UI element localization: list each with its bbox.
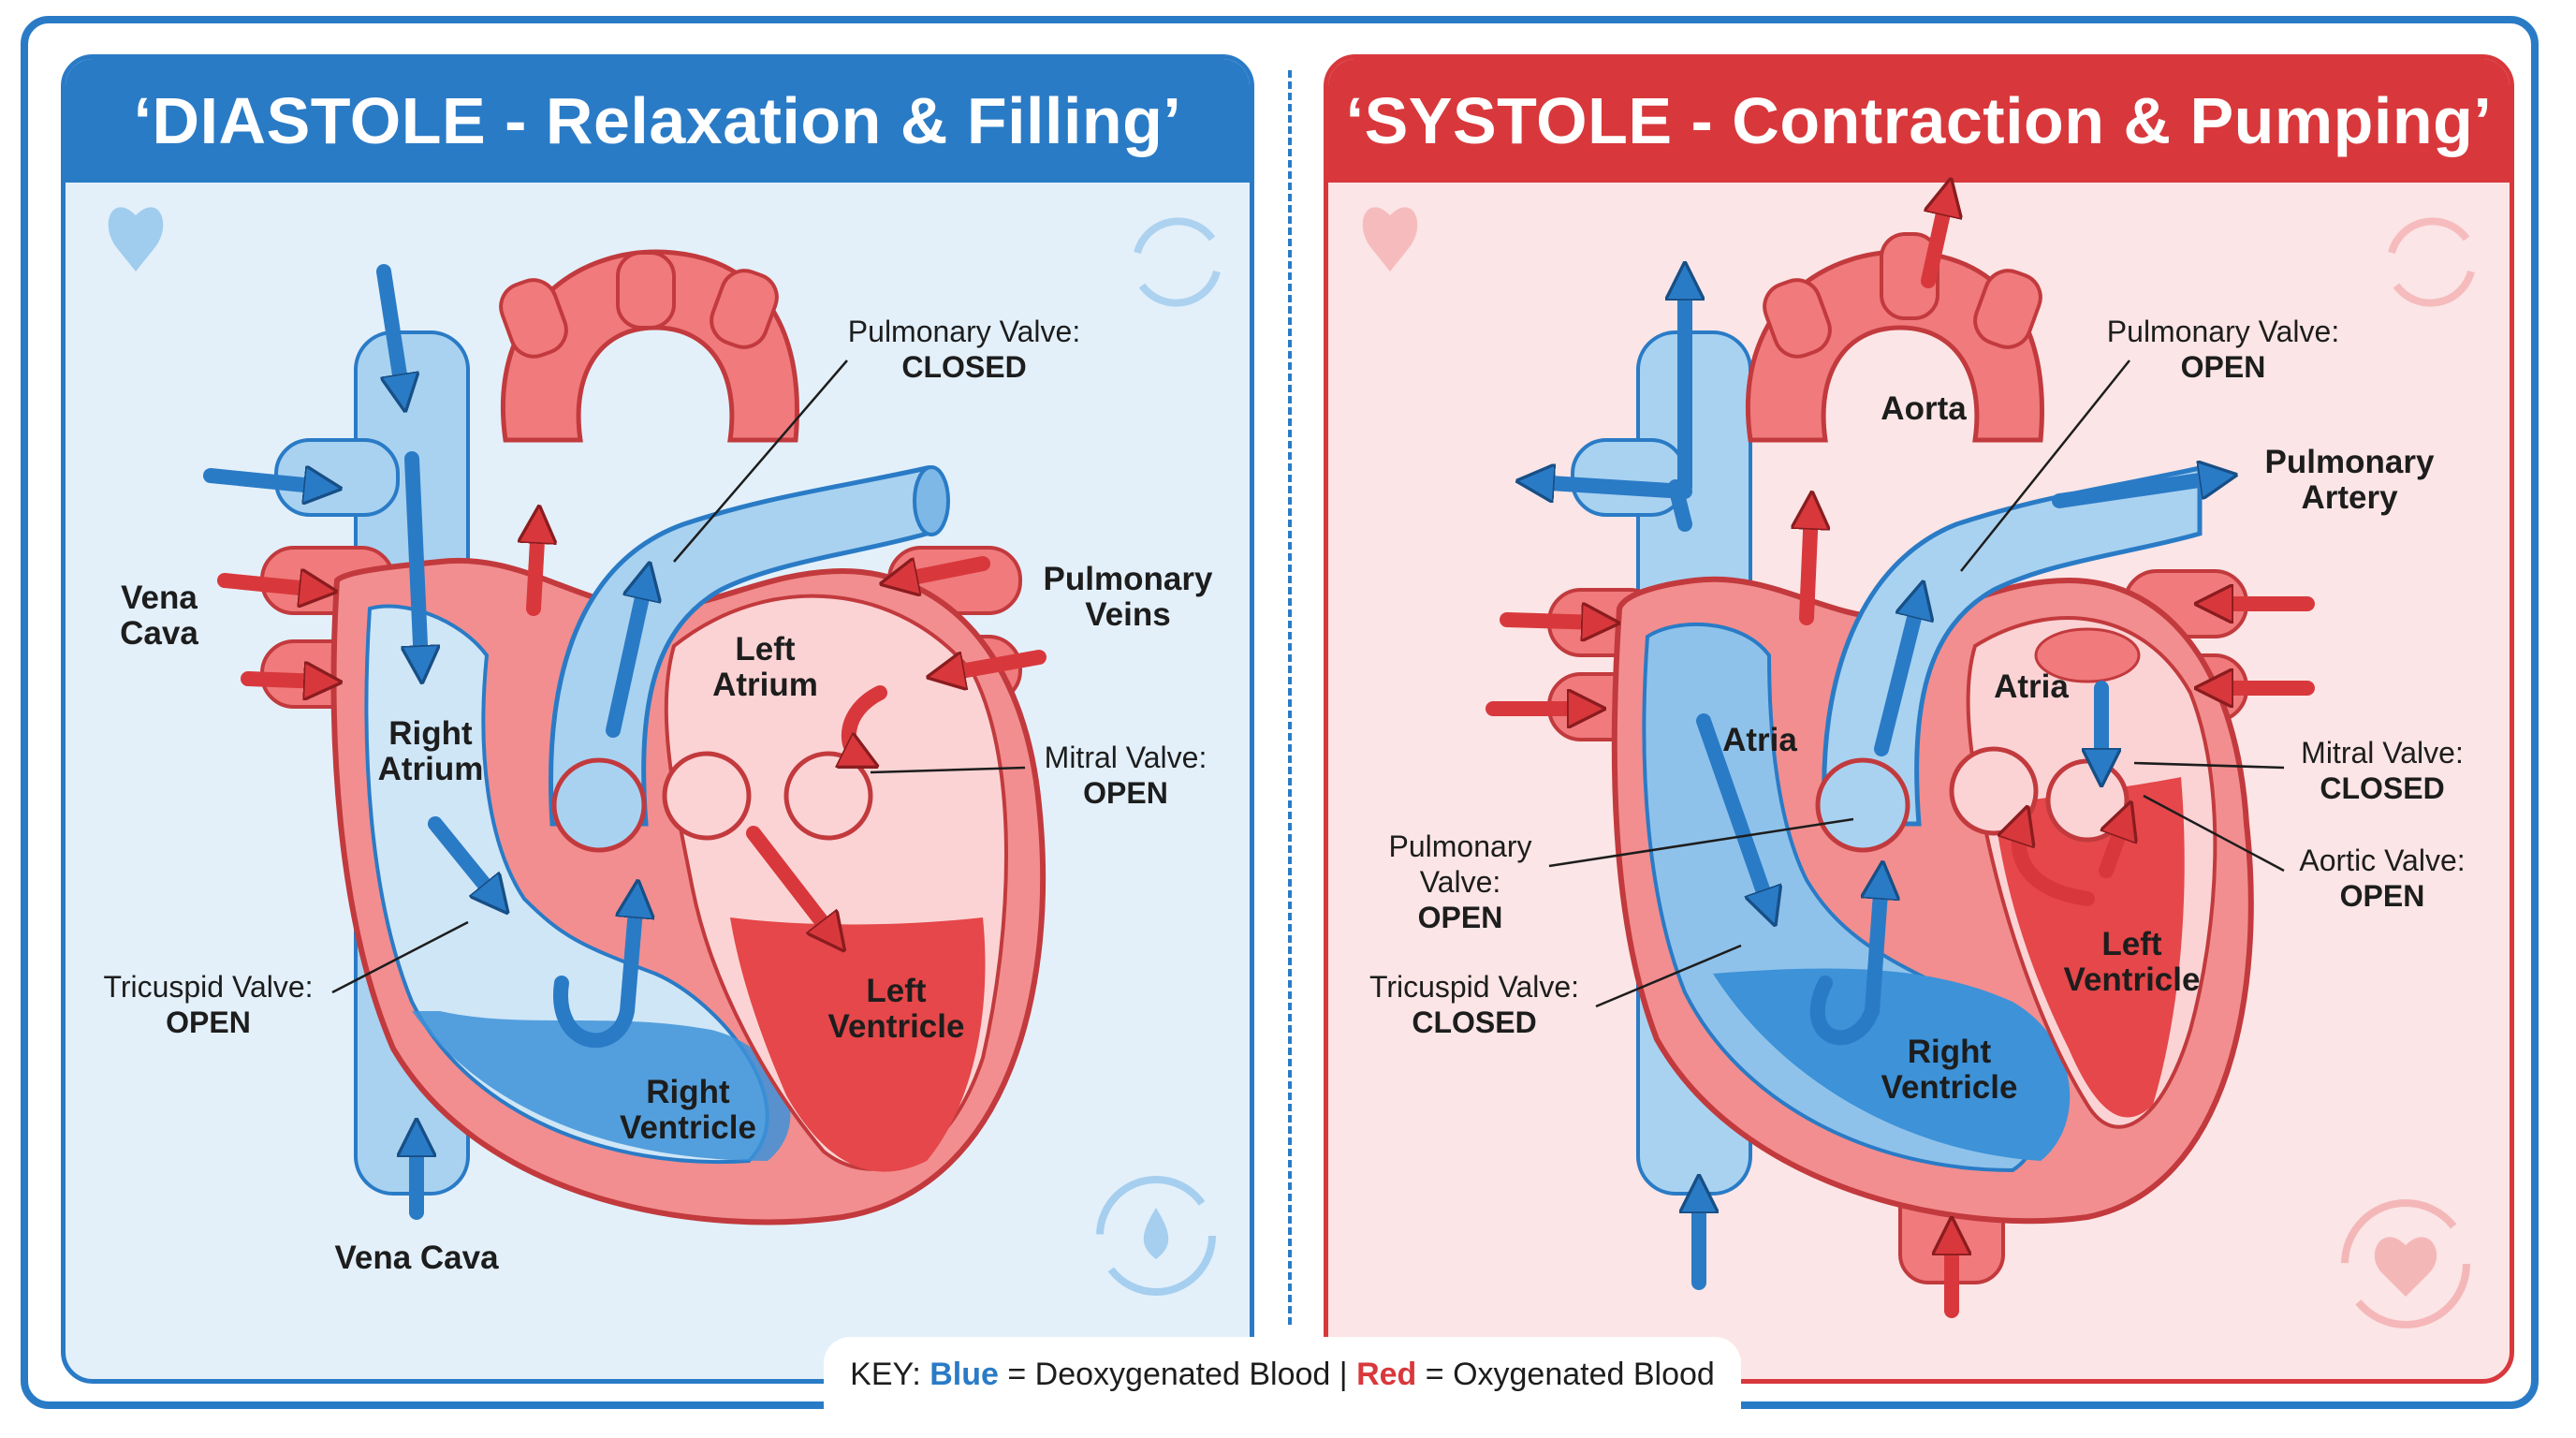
valve-name: Aortic Valve: xyxy=(2299,844,2466,877)
label-tricuspid-valve: Tricuspid Valve: CLOSED xyxy=(1353,969,1596,1040)
label-vena-cava-upper: Vena Cava xyxy=(120,580,198,652)
label-left-ventricle: Left Ventricle xyxy=(2063,926,2201,998)
label-aorta: Aorta xyxy=(1881,390,1967,427)
valve-name-line: Pulmonary Valve: xyxy=(1388,829,1532,899)
valve-state: OPEN xyxy=(166,1005,251,1039)
valve-state: CLOSED xyxy=(1412,1005,1537,1039)
valve-state: OPEN xyxy=(1083,776,1168,810)
valve-state: OPEN xyxy=(2180,350,2266,384)
heartbeat-cycle-icon xyxy=(2341,1199,2470,1328)
label-atria-left: Atria xyxy=(1994,668,2069,705)
cycle-arrows-icon xyxy=(1134,217,1221,307)
color-key: KEY: Blue = Deoxygenated Blood | Red = O… xyxy=(824,1337,1741,1412)
key-blue-text: = Deoxygenated Blood | xyxy=(1007,1356,1348,1392)
label-pulmonary-veins: Pulmonary Veins xyxy=(1043,561,1213,633)
valve-name: Pulmonary Valve: xyxy=(2106,315,2340,348)
label-pulmonary-valve-top: Pulmonary Valve: OPEN xyxy=(2083,314,2364,385)
key-prefix: KEY: xyxy=(850,1356,921,1392)
diastole-title: ‘DIASTOLE - Relaxation & Filling’ xyxy=(66,59,1250,183)
key-red-text: = Oxygenated Blood xyxy=(1425,1356,1715,1392)
valve-state: OPEN xyxy=(1417,901,1503,934)
label-vena-cava-lower: Vena Cava xyxy=(334,1240,499,1276)
droplet-cycle-icon xyxy=(1096,1176,1216,1296)
heart-icon xyxy=(1362,207,1418,271)
valve-name: Pulmonary Valve: xyxy=(847,315,1081,348)
cycle-arrows-icon xyxy=(2388,217,2475,307)
label-mitral-valve: Mitral Valve: CLOSED xyxy=(2275,735,2490,806)
valve-name: Tricuspid Valve: xyxy=(1368,970,1580,1004)
label-pulmonary-artery: Pulmonary Artery xyxy=(2264,444,2435,516)
label-right-ventricle: Right Ventricle xyxy=(620,1074,756,1146)
label-aortic-valve: Aortic Valve: OPEN xyxy=(2275,843,2490,914)
label-left-atrium: Left Atrium xyxy=(712,631,818,703)
label-left-ventricle: Left Ventricle xyxy=(827,973,965,1045)
systole-title: ‘SYSTOLE - Contraction & Pumping’ xyxy=(1328,59,2510,183)
key-red-word: Red xyxy=(1356,1356,1417,1392)
valve-state: OPEN xyxy=(2339,879,2425,913)
label-tricuspid-valve: Tricuspid Valve: OPEN xyxy=(89,969,328,1040)
systole-heart xyxy=(1362,197,2475,1328)
key-blue-word: Blue xyxy=(929,1356,999,1392)
label-pulmonary-valve-side: Pulmonary Valve: OPEN xyxy=(1348,829,1573,935)
label-atria-right: Atria xyxy=(1722,722,1797,758)
valve-name: Tricuspid Valve: xyxy=(103,970,314,1004)
valve-state: CLOSED xyxy=(901,350,1027,384)
heart-icon xyxy=(108,207,164,271)
valve-name: Mitral Valve: xyxy=(2301,736,2464,770)
panel-divider xyxy=(1288,70,1292,1325)
label-right-atrium: Right Atrium xyxy=(377,715,484,787)
diastole-heart xyxy=(108,207,1221,1296)
valve-state: CLOSED xyxy=(2320,771,2445,805)
label-pulmonary-valve: Pulmonary Valve: CLOSED xyxy=(824,314,1105,385)
label-right-ventricle: Right Ventricle xyxy=(1881,1034,2018,1106)
label-mitral-valve: Mitral Valve: OPEN xyxy=(1020,740,1231,811)
valve-name: Mitral Valve: xyxy=(1044,741,1208,774)
